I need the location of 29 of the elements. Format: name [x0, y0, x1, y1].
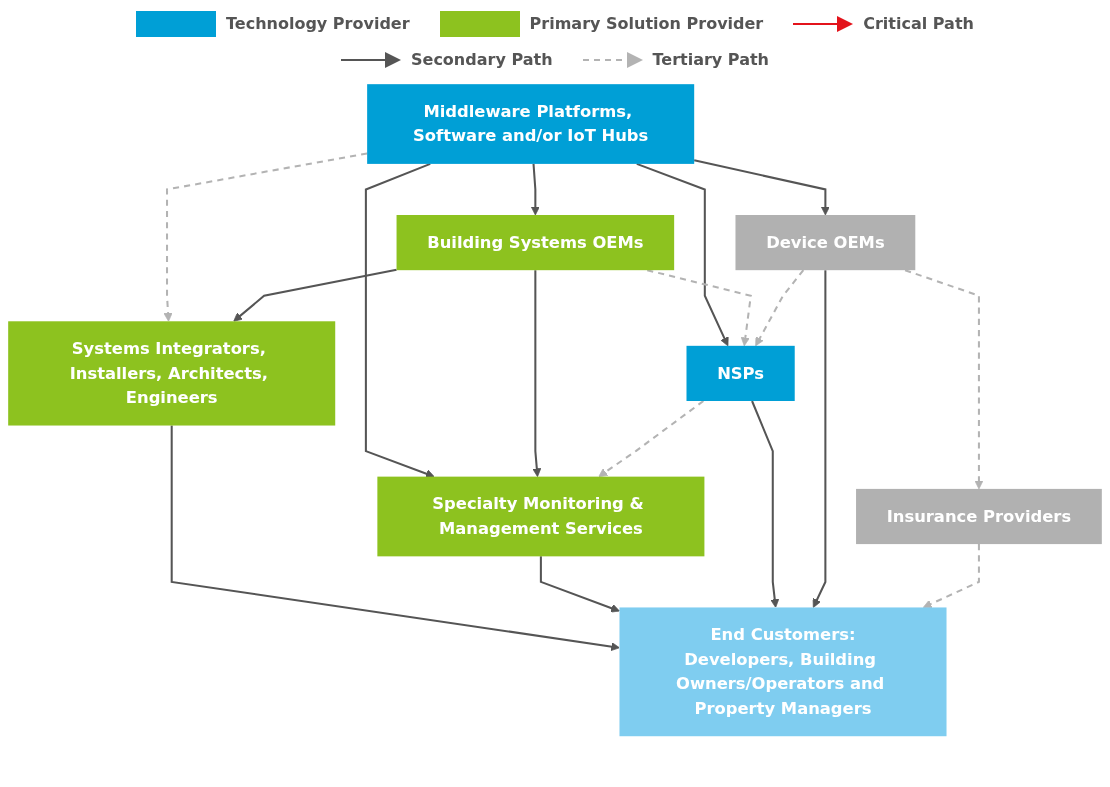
node-box: Middleware Platforms, Software and/or IoT Hubs: [367, 84, 695, 164]
arrow: [532, 270, 542, 478]
arrow: [904, 269, 984, 490]
legend-label: Primary Solution Provider: [529, 14, 764, 33]
arrow: [922, 544, 980, 609]
node-box: Systems Integrators, Installers, Architects, Engineers: [8, 321, 336, 426]
arrow: [170, 425, 620, 652]
legend-label: Critical Path: [863, 14, 974, 33]
arrow: [647, 269, 752, 347]
node-box: Device OEMs: [735, 215, 916, 271]
node-box: Building Systems OEMs: [396, 215, 675, 271]
node-box: Specialty Monitoring & Management Services: [377, 476, 705, 557]
legend-label: Secondary Path: [411, 50, 553, 69]
node-box: Insurance Providers: [856, 488, 1102, 545]
legend-label: Technology Provider: [226, 14, 410, 33]
arrow: [751, 400, 780, 608]
arrow: [636, 162, 729, 347]
arrow: [364, 162, 435, 478]
arrow: [598, 400, 704, 478]
arrow: [163, 152, 368, 322]
legend-label: Tertiary Path: [652, 50, 769, 69]
node-box: NSPs: [686, 345, 795, 401]
arrow: [693, 159, 830, 216]
arrow: [755, 269, 805, 347]
arrow: [233, 268, 397, 322]
arrow: [530, 163, 540, 216]
arrow: [539, 556, 620, 613]
arrow: [812, 270, 827, 608]
node-box: End Customers: Developers, Building Owners/Operators and Property Managers: [619, 607, 947, 737]
